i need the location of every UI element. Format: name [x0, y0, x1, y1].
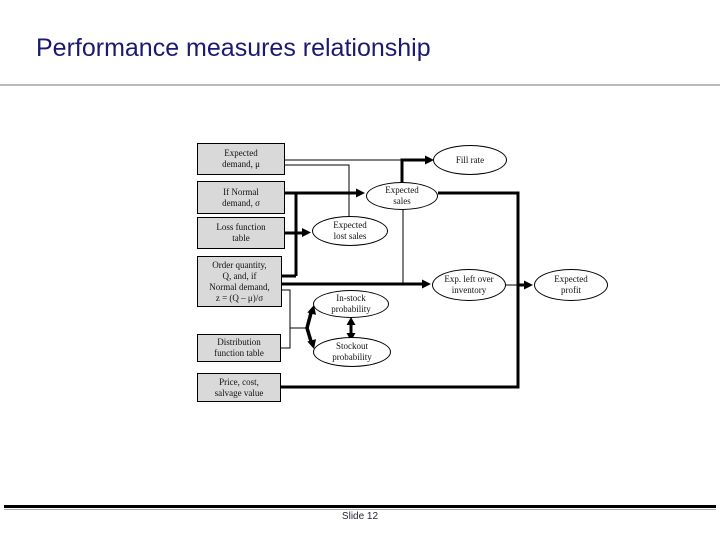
box-loss-function-table: Loss function table [197, 217, 285, 249]
ellipse-exp-left-over-inventory: Exp. left over inventory [432, 269, 506, 301]
ellipse-in-stock-probability: In-stock probability [313, 290, 389, 318]
box-label: Expected demand, μ [222, 148, 260, 169]
ellipse-fill-rate: Fill rate [433, 145, 507, 175]
ellipse-expected-sales: Expected sales [366, 182, 438, 210]
ellipse-label: Expected sales [385, 185, 419, 206]
box-expected-demand: Expected demand, μ [197, 143, 285, 175]
box-label: Order quantity, Q, and, if Normal demand… [209, 259, 270, 303]
ellipse-label: Fill rate [455, 154, 485, 165]
footer-line-shadow [4, 509, 716, 510]
slide-title: Performance measures relationship [36, 34, 431, 62]
box-label: Loss function table [216, 222, 266, 243]
ellipse-label: Expected lost sales [333, 220, 367, 241]
title-separator [0, 84, 720, 86]
box-normal-demand: If Normal demand, σ [197, 181, 285, 214]
box-price-cost-salvage: Price, cost, salvage value [197, 373, 281, 402]
ellipse-label: Stockout probability [332, 341, 372, 362]
box-label: Distribution function table [214, 337, 264, 358]
footer-line [4, 505, 716, 508]
box-distribution-function-table: Distribution function table [197, 334, 281, 362]
box-label: If Normal demand, σ [222, 186, 260, 208]
ellipse-stockout-probability: Stockout probability [313, 337, 391, 367]
ellipse-label: Expected profit [554, 274, 588, 295]
box-order-quantity: Order quantity, Q, and, if Normal demand… [197, 256, 282, 307]
ellipse-label: Exp. left over inventory [444, 274, 494, 295]
box-label: Price, cost, salvage value [214, 376, 264, 398]
slide-number: Slide 12 [341, 511, 379, 522]
ellipse-expected-profit: Expected profit [534, 269, 608, 301]
ellipse-label: In-stock probability [331, 293, 371, 314]
ellipse-expected-lost-sales: Expected lost sales [312, 216, 388, 246]
